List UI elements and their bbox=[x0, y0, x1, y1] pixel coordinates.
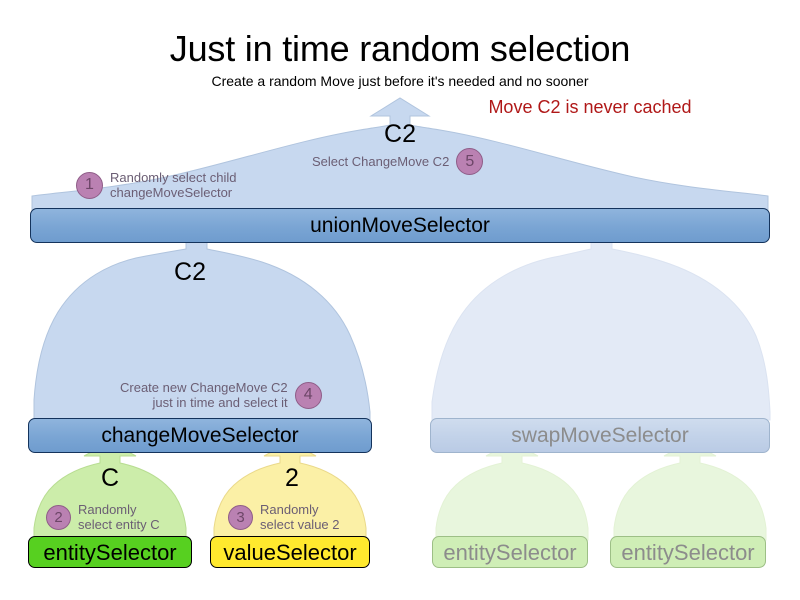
step-annotation-5: Select ChangeMove C2 5 bbox=[312, 148, 484, 175]
funnel-swap-entity-b bbox=[613, 441, 767, 541]
node-swap-entity-selector-a[interactable]: entitySelector bbox=[432, 536, 588, 568]
never-cached-note: Move C2 is never cached bbox=[488, 97, 692, 117]
page-subtitle: Create a random Move just before it's ne… bbox=[211, 73, 589, 89]
step-text-1: Randomly select child changeMoveSelector bbox=[110, 170, 237, 200]
node-entity-selector[interactable]: entitySelector bbox=[28, 536, 192, 568]
step-annotation-2: 2 Randomly select entity C bbox=[46, 502, 160, 532]
page-title: Just in time random selection bbox=[169, 28, 631, 69]
step-annotation-3: 3 Randomly select value 2 bbox=[228, 502, 340, 532]
flow-label-union: C2 bbox=[384, 120, 416, 148]
step-text-2: Randomly select entity C bbox=[78, 502, 160, 532]
node-change-move-selector[interactable]: changeMoveSelector bbox=[28, 418, 372, 453]
step-badge-5: 5 bbox=[456, 148, 484, 175]
node-swap-entity-selector-b[interactable]: entitySelector bbox=[610, 536, 766, 568]
node-value-selector[interactable]: valueSelector bbox=[210, 536, 370, 568]
funnel-union bbox=[31, 97, 769, 211]
flow-label-change: C2 bbox=[174, 258, 206, 286]
step-badge-1: 1 bbox=[76, 171, 103, 199]
step-badge-2: 2 bbox=[46, 504, 71, 530]
step-badge-4: 4 bbox=[294, 381, 322, 409]
node-union-move-selector[interactable]: unionMoveSelector bbox=[30, 208, 770, 243]
step-text-3: Randomly select value 2 bbox=[260, 502, 340, 532]
step-annotation-1: 1 Randomly select child changeMoveSelect… bbox=[76, 170, 236, 200]
step-text-4: Create new ChangeMove C2 just in time an… bbox=[120, 380, 288, 410]
step-text-5: Select ChangeMove C2 bbox=[312, 154, 450, 169]
funnel-swap-entity-a bbox=[435, 441, 589, 541]
funnel-swap bbox=[431, 221, 771, 421]
step-annotation-4: Create new ChangeMove C2 just in time an… bbox=[120, 380, 322, 410]
step-badge-3: 3 bbox=[228, 504, 253, 530]
flow-label-value: 2 bbox=[285, 464, 299, 492]
flow-label-entity: C bbox=[100, 464, 120, 492]
node-swap-move-selector[interactable]: swapMoveSelector bbox=[430, 418, 770, 453]
